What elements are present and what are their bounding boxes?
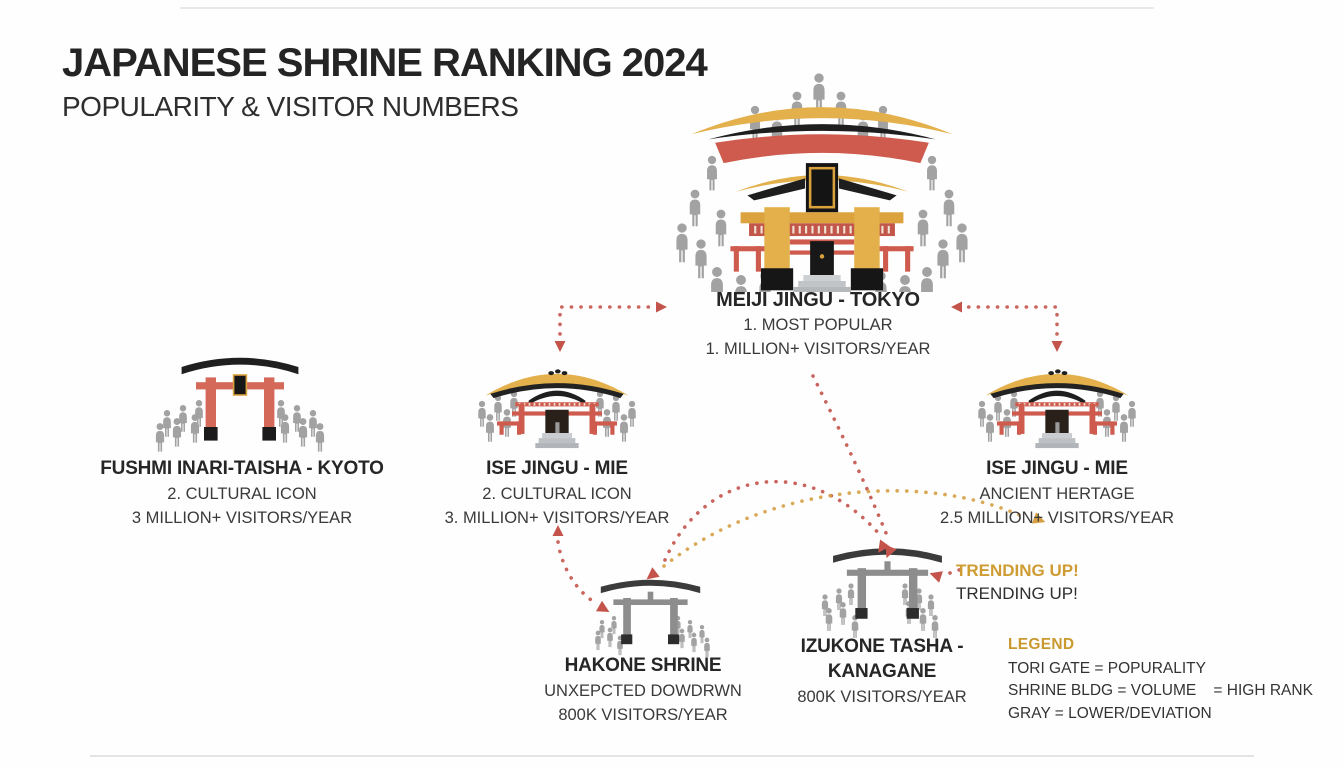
fushimi-shrine-node: FUSHMI INARI-TAISHA - KYOTO 2. CULTURAL …: [72, 458, 412, 528]
trending-up-black-label: TRENDING UP!: [956, 584, 1078, 603]
person-icon: [956, 223, 968, 263]
header: JAPANESE SHRINE RANKING 2024 POPULARITY …: [62, 41, 708, 123]
shrine-visitors: 1. MILLION+ VISITORS/YEAR: [705, 339, 931, 358]
shrine-building-icon: [984, 368, 1130, 450]
shrine-name: MEIJI JINGU - TOKYO: [716, 289, 920, 311]
person-icon: [1112, 394, 1120, 421]
person-icon: [599, 620, 605, 639]
person-icon: [978, 400, 986, 427]
person-icon: [927, 594, 935, 616]
person-icon: [612, 394, 620, 421]
person-icon: [878, 105, 888, 141]
page-title: JAPANESE SHRINE RANKING 2024: [62, 41, 708, 85]
person-icon: [494, 394, 502, 421]
person-icon: [689, 189, 701, 227]
person-icon: [931, 615, 939, 638]
ise-center-shrine-illustration: [478, 368, 636, 450]
person-icon: [298, 418, 308, 447]
legend-title: LEGEND: [1008, 636, 1075, 653]
person-icon: [478, 400, 486, 427]
person-icon: [825, 608, 833, 631]
hakone-torii-illustration: [595, 579, 710, 658]
person-icon: [1120, 414, 1128, 442]
person-icon: [679, 628, 685, 649]
person-icon: [919, 608, 927, 631]
legend-item-gray: GRAY = LOWER/DEVIATION: [1008, 704, 1212, 722]
person-icon: [839, 602, 847, 625]
person-icon: [628, 400, 636, 427]
shrine-name-line1: IZUKONE TASHA -: [800, 636, 964, 657]
shrine-rank: 1. MOST POPULAR: [743, 316, 893, 334]
person-icon: [163, 409, 171, 437]
person-icon: [943, 189, 955, 227]
shrine-visitors: 3. MILLION+ VISITORS/YEAR: [444, 508, 670, 527]
person-icon: [699, 625, 705, 644]
shrine-visitors: 3 MILLION+ VISITORS/YEAR: [131, 508, 353, 527]
person-icon: [309, 409, 317, 437]
meiji-shrine-node: MEIJI JINGU - TOKYO 1. MOST POPULAR 1. M…: [668, 288, 968, 360]
person-icon: [611, 616, 617, 635]
person-icon: [715, 209, 727, 247]
shrine-visitors: 2.5 MILLION+ VISITORS/YEAR: [940, 508, 1174, 527]
arrow-meiji-to-ise-center: [558, 305, 652, 336]
person-icon: [1128, 400, 1136, 427]
shrine-visitors: 800K VISITORS/YEAR: [797, 687, 967, 706]
legend-item-torii: TORI GATE = POPURALITY: [1008, 660, 1206, 677]
shrine-rank: 2. CULTURAL ICON: [167, 484, 317, 503]
ise-right-shrine-illustration: [978, 368, 1136, 450]
person-icon: [917, 209, 929, 247]
person-icon: [813, 73, 825, 113]
izukone-shrine-node: IZUKONE TASHA - KANAGANE 800K VISITORS/Y…: [772, 636, 992, 707]
person-icon: [315, 423, 325, 452]
shrine-name: FUSHMI INARI-TAISHA - KYOTO: [100, 458, 384, 479]
person-icon: [190, 414, 200, 443]
trending-callout: TRENDING UP! TRENDING UP!: [956, 561, 1079, 604]
shrine-rank: 2. CULTURAL ICON: [482, 484, 632, 503]
shrine-name: ISE JINGU - MIE: [486, 458, 628, 479]
ise-right-shrine-node: ISE JINGU - MIE ANCIENT HERTAGE 2.5 MILL…: [907, 458, 1207, 528]
gray-torii-gate-icon: [833, 548, 942, 619]
meiji-grand-gate-illustration: [676, 73, 968, 292]
hakone-shrine-node: HAKONE SHRINE UNXEPCTED DOWDRWN 800K VIS…: [513, 655, 773, 725]
arrow-meiji-to-ise-right: [966, 305, 1059, 336]
izukone-torii-illustration: [821, 548, 942, 638]
shrine-rank: UNXEPCTED DOWDRWN: [544, 681, 742, 700]
red-torii-gate-icon: [180, 356, 300, 442]
page-subtitle: POPULARITY & VISITOR NUMBERS: [62, 91, 519, 122]
trending-up-gold-label: TRENDING UP!: [956, 561, 1079, 580]
arrow-meiji-to-izukone: [811, 374, 890, 540]
shrine-building-icon: [484, 368, 630, 450]
person-icon: [607, 627, 613, 648]
person-icon: [155, 423, 165, 452]
gray-torii-gate-icon: [600, 579, 701, 645]
person-icon: [691, 632, 697, 653]
shrine-name-line2: KANAGANE: [827, 660, 937, 682]
shrine-visitors: 800K VISITORS/YEAR: [558, 705, 728, 724]
person-icon: [676, 223, 688, 263]
person-icon: [486, 414, 494, 442]
legend: LEGEND TORI GATE = POPURALITY SHRINE BLD…: [1008, 636, 1313, 725]
fushimi-torii-illustration: [155, 356, 325, 452]
person-icon: [695, 239, 707, 279]
person-icon: [994, 394, 1002, 421]
shrine-name: ISE JINGU - MIE: [986, 458, 1128, 479]
person-icon: [172, 418, 182, 447]
top-divider: [180, 7, 1154, 9]
person-icon: [595, 630, 601, 651]
legend-item-shrine: SHRINE BLDG = VOLUME = HIGH RANK: [1008, 682, 1313, 700]
person-icon: [986, 414, 994, 442]
person-icon: [847, 583, 855, 605]
shrine-rank: ANCIENT HERTAGE: [979, 484, 1135, 503]
person-icon: [927, 155, 937, 191]
person-icon: [280, 414, 290, 443]
grand-shrine-gate-icon: [691, 107, 952, 292]
person-icon: [707, 155, 717, 191]
shrine-name: HAKONE SHRINE: [564, 655, 722, 676]
person-icon: [620, 414, 628, 442]
bottom-divider: [90, 755, 1254, 757]
ise-center-shrine-node: ISE JINGU - MIE 2. CULTURAL ICON 3. MILL…: [417, 458, 697, 528]
person-icon: [750, 105, 760, 141]
person-icon: [937, 239, 949, 279]
